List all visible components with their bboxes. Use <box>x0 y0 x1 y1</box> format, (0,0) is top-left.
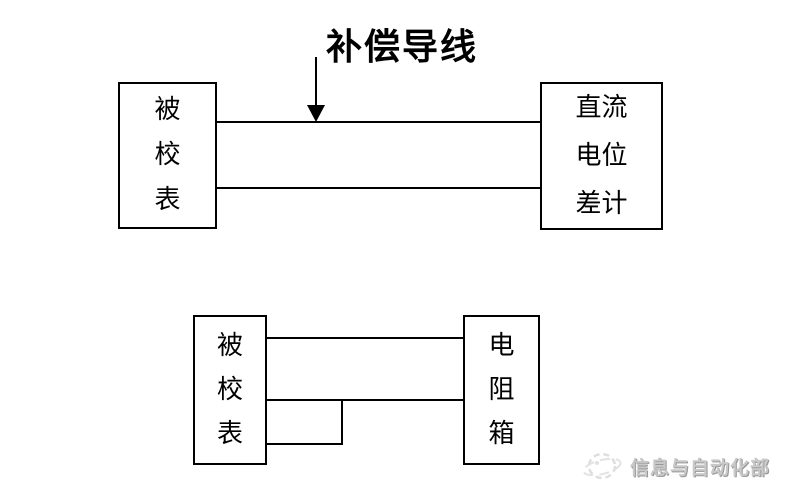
compensation-wire-title: 补偿导线 <box>326 27 479 68</box>
bottom-diagram-middle-wire <box>267 399 463 401</box>
watermark: 信息与自动化部 <box>580 447 770 485</box>
top-diagram-upper-wire <box>217 121 540 123</box>
box-char: 被 <box>216 331 243 361</box>
box-row: 直流 <box>575 93 628 123</box>
box-char: 电 <box>488 331 515 361</box>
top-diagram-lower-wire <box>217 187 540 189</box>
box-char: 阻 <box>488 375 515 405</box>
box-char: 校 <box>216 375 243 405</box>
box-row: 差计 <box>575 189 628 219</box>
bottom-diagram-vertical-stub <box>341 399 343 445</box>
dc-potentiometer-box: 直流 电位 差计 <box>540 82 663 230</box>
resistance-box: 电 阻 箱 <box>463 315 540 465</box>
box-char: 箱 <box>488 419 515 449</box>
box-char: 被 <box>154 95 181 125</box>
bottom-diagram-upper-wire <box>267 337 463 339</box>
annotation-arrow-shaft <box>315 57 317 109</box>
meter-under-test-box-bottom: 被 校 表 <box>193 315 267 465</box>
box-char: 校 <box>154 140 181 170</box>
box-char: 表 <box>154 185 181 215</box>
watermark-text: 信息与自动化部 <box>630 456 771 479</box>
box-char: 表 <box>216 419 243 449</box>
globe-swirl-icon <box>582 452 622 480</box>
meter-under-test-box-top: 被 校 表 <box>118 82 217 229</box>
box-row: 电位 <box>575 141 628 171</box>
bottom-diagram-return-wire <box>267 443 343 445</box>
down-arrow-icon <box>307 105 325 122</box>
